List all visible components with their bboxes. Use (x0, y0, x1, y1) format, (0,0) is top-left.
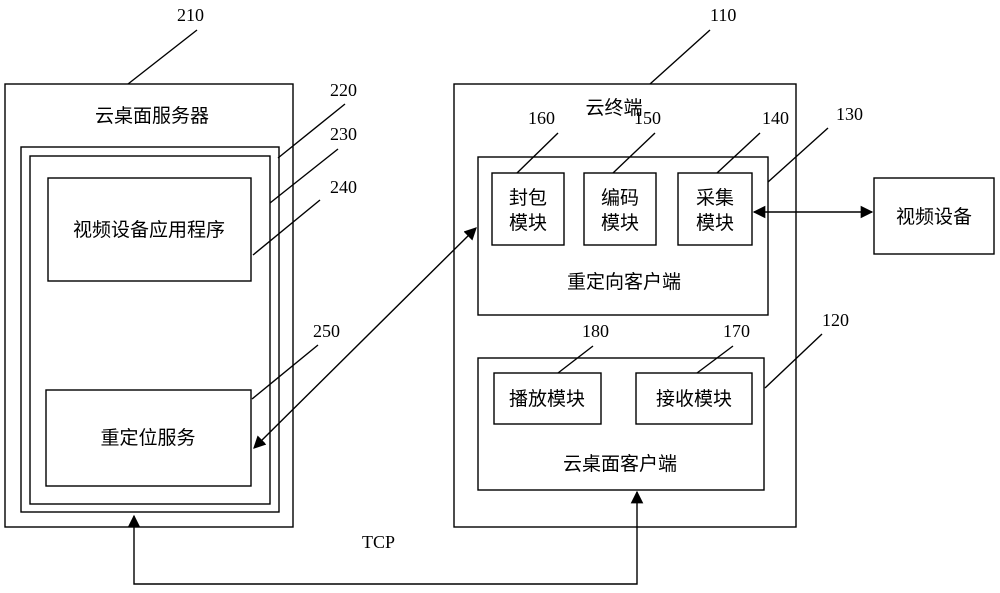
video-app-box (47, 177, 252, 282)
leader-170 (696, 345, 734, 374)
capture-module-box (677, 172, 753, 246)
leader-230 (269, 148, 339, 204)
video-device-label: 视频设备 (896, 206, 972, 228)
ref-170: 170 (723, 321, 750, 341)
redirect-client-label: 重定向客户端 (567, 271, 681, 293)
leader-180 (557, 345, 594, 374)
terminal-title: 云终端 (585, 97, 642, 119)
ref-220: 220 (330, 80, 357, 100)
leader-150 (612, 132, 656, 174)
ref-150: 150 (634, 108, 661, 128)
ref-210: 210 (177, 5, 204, 25)
encode-module-box (583, 172, 657, 246)
ref-140: 140 (762, 108, 789, 128)
ref-180: 180 (582, 321, 609, 341)
desktop-client-label: 云桌面客户端 (563, 453, 677, 475)
leader-160 (516, 132, 559, 174)
capture-module-label-1: 采集 (696, 187, 734, 209)
ref-160: 160 (528, 108, 555, 128)
leader-220 (277, 103, 346, 159)
redirect-link-arrow (253, 227, 477, 449)
leader-120 (764, 333, 823, 389)
video-device-box (873, 177, 995, 255)
leader-210 (127, 29, 198, 85)
ref-110: 110 (710, 5, 736, 25)
ref-120: 120 (822, 310, 849, 330)
cloud-desktop-server: 云桌面服务器 视频设备应用程序 重定位服务 (4, 83, 294, 528)
ref-240: 240 (330, 177, 357, 197)
redirect-service-label: 重定位服务 (100, 427, 195, 449)
video-app-label: 视频设备应用程序 (73, 219, 225, 241)
playback-module-label: 播放模块 (509, 388, 585, 410)
encode-module-label-1: 编码 (601, 187, 639, 209)
leader-130 (767, 127, 829, 183)
receive-module-box (635, 372, 753, 425)
ref-230: 230 (330, 124, 357, 144)
pack-module-box (491, 172, 565, 246)
leader-110 (649, 29, 711, 85)
capture-module-label-2: 模块 (696, 212, 734, 234)
pack-module-label-2: 模块 (509, 212, 547, 234)
ref-250: 250 (313, 321, 340, 341)
tcp-label: TCP (362, 532, 395, 552)
receive-module-label: 接收模块 (656, 388, 732, 410)
server-title: 云桌面服务器 (95, 105, 209, 127)
tcp-connection-arrow (127, 490, 644, 585)
leader-140 (716, 132, 761, 174)
playback-module-box (493, 372, 602, 425)
pack-module-label-1: 封包 (509, 187, 547, 209)
ref-130: 130 (836, 104, 863, 124)
redirect-service-box (45, 389, 252, 487)
cloud-terminal: 云终端 重定向客户端 封包 模块 编码 模块 采集 模块 云桌面客户端 播放模块… (453, 83, 797, 528)
encode-module-label-2: 模块 (601, 212, 639, 234)
